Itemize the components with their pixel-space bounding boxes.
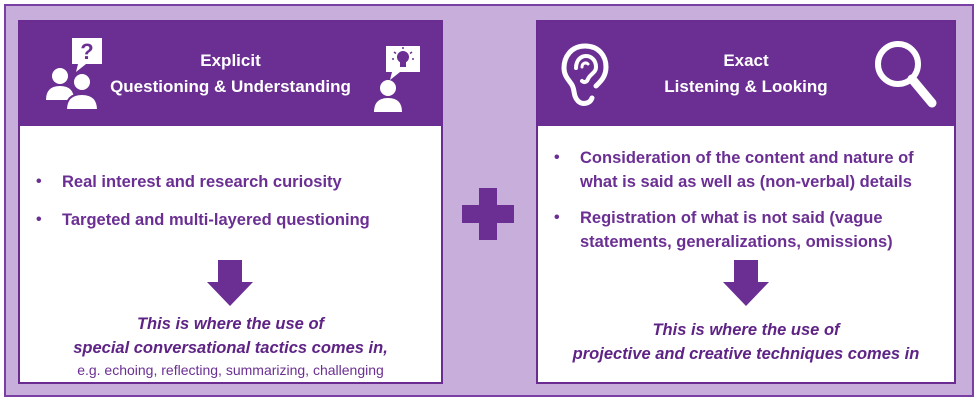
bullet-item: Targeted and multi-layered questioning — [34, 208, 431, 232]
conclusion-line1: This is where the use of — [652, 321, 840, 339]
conclusion-line2: projective and creative techniques comes… — [572, 345, 920, 363]
panel-exact-bullets: Consideration of the content and nature … — [552, 146, 944, 266]
bullet-item: Consideration of the content and nature … — [552, 146, 944, 194]
down-arrow-icon — [723, 260, 769, 306]
panel-explicit-title: Explicit Questioning & Understanding — [20, 48, 441, 100]
panel-explicit-conclusion: This is where the use of special convers… — [20, 312, 441, 360]
panel-exact-conclusion: This is where the use of projective and … — [538, 318, 954, 366]
conclusion-line2: special conversational tactics comes in, — [73, 339, 388, 357]
panel-explicit-example: e.g. echoing, reflecting, summarizing, c… — [77, 362, 384, 378]
svg-text:?: ? — [80, 39, 93, 64]
panel-exact-title-line2: Listening & Looking — [664, 77, 828, 96]
ear-icon — [561, 43, 609, 106]
panel-exact-header: Exact Listening & Looking — [538, 22, 954, 126]
bullet-item: Registration of what is not said (vague … — [552, 206, 944, 254]
panel-exact-title: Exact Listening & Looking — [538, 48, 954, 100]
magnifier-icon — [875, 41, 937, 108]
down-arrow-icon — [207, 260, 253, 306]
panel-explicit-header: ? Explicit Questioning & Understanding — [20, 22, 441, 126]
panel-explicit-title-line2: Questioning & Understanding — [110, 77, 351, 96]
people-question-icon: ? — [46, 38, 102, 111]
panel-explicit: ? Explicit Questioning & Understanding R… — [18, 20, 443, 384]
conclusion-line1: This is where the use of — [136, 315, 325, 333]
panel-explicit-bullets: Real interest and research curiosity Tar… — [34, 170, 431, 246]
plus-icon — [462, 188, 514, 240]
panel-explicit-title-line1: Explicit — [200, 51, 261, 70]
panel-exact-title-line1: Exact — [723, 51, 769, 70]
panel-exact: Exact Listening & Looking Consideration … — [536, 20, 956, 384]
bullet-item: Real interest and research curiosity — [34, 170, 431, 194]
person-idea-icon — [374, 46, 420, 112]
